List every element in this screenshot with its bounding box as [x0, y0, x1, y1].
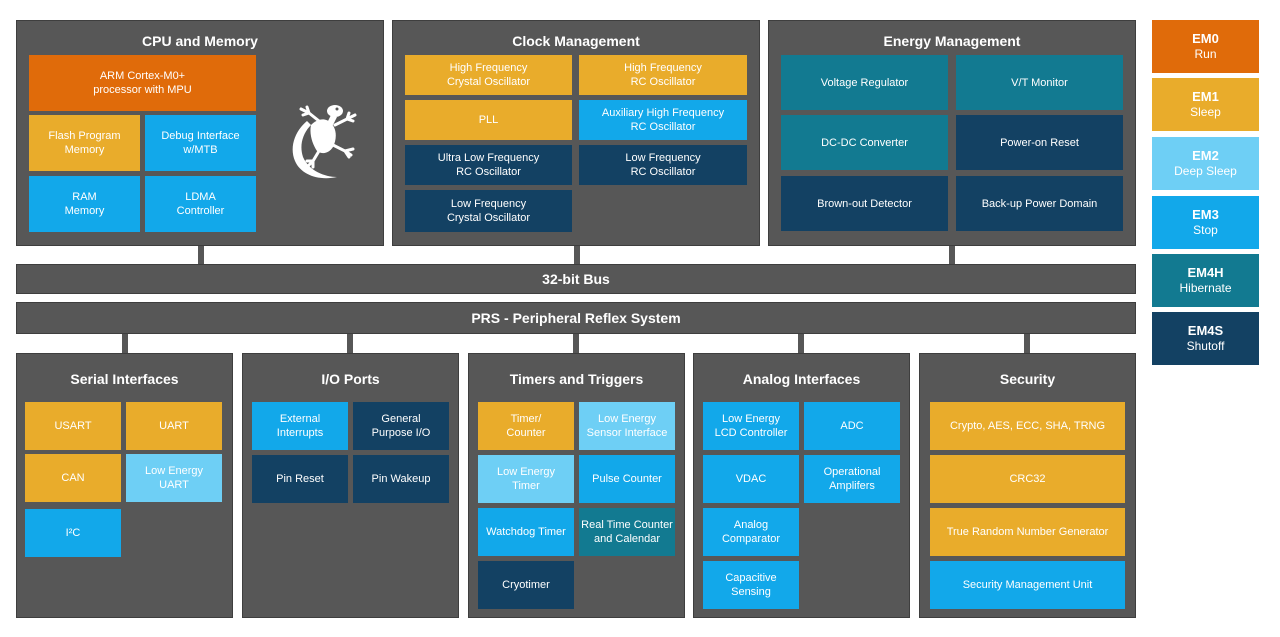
pll-block: PLL	[405, 100, 572, 140]
legend-code: EM4S	[1187, 323, 1224, 338]
panel-title: Serial Interfaces	[70, 371, 179, 387]
legend-code: EM4H	[1187, 265, 1224, 280]
aux-hf-rc-oscillator-block: Auxiliary High Frequency RC Oscillator	[579, 100, 747, 140]
legend-em4h: EM4H Hibernate	[1152, 254, 1259, 307]
panel-title: Security	[999, 371, 1056, 387]
ulf-rc-oscillator-block: Ultra Low Frequency RC Oscillator	[405, 145, 572, 185]
legend-code: EM0	[1192, 31, 1219, 46]
le-timer-block: Low Energy Timer	[478, 455, 574, 503]
bus-connector	[198, 244, 204, 266]
timers-triggers-panel: Timers and Triggers Timer/ Counter Low E…	[468, 353, 685, 618]
clock-management-panel: Clock Management High Frequency Crystal …	[392, 20, 760, 246]
hf-rc-oscillator-block: High Frequency RC Oscillator	[579, 55, 747, 95]
legend-label: Run	[1194, 47, 1217, 61]
gecko-logo-icon	[292, 105, 357, 179]
analog-interfaces-panel: Analog Interfaces Low Energy LCD Control…	[693, 353, 910, 618]
timer-counter-block: Timer/ Counter	[478, 402, 574, 450]
legend-em1: EM1 Sleep	[1152, 78, 1259, 131]
trng-block: True Random Number Generator	[930, 508, 1125, 556]
prs-bus: PRS - Peripheral Reflex System	[16, 302, 1136, 334]
legend-label: Stop	[1193, 223, 1218, 237]
dcdc-converter-block: DC-DC Converter	[781, 115, 948, 170]
hf-crystal-oscillator-block: High Frequency Crystal Oscillator	[405, 55, 572, 95]
can-block: CAN	[25, 454, 121, 502]
usart-block: USART	[25, 402, 121, 450]
debug-interface-block: Debug Interface w/MTB	[145, 115, 256, 171]
legend-em4s: EM4S Shutoff	[1152, 312, 1259, 365]
uart-block: UART	[126, 402, 222, 450]
legend-label: Shutoff	[1186, 339, 1225, 353]
rtcc-block: Real Time Counter and Calendar	[579, 508, 675, 556]
arm-cortex-block: ARM Cortex-M0+ processor with MPU	[29, 55, 256, 111]
crypto-block: Crypto, AES, ECC, SHA, TRNG	[930, 402, 1125, 450]
legend-label: Hibernate	[1179, 281, 1232, 295]
adc-block: ADC	[804, 402, 900, 450]
panel-title: Timers and Triggers	[509, 371, 644, 387]
backup-power-domain-block: Back-up Power Domain	[956, 176, 1123, 231]
legend-em3: EM3 Stop	[1152, 196, 1259, 249]
prs-connector	[347, 333, 353, 355]
serial-interfaces-panel: Serial Interfaces USART UART CAN Low Ene…	[16, 353, 233, 618]
flash-memory-block: Flash Program Memory	[29, 115, 140, 171]
voltage-regulator-block: Voltage Regulator	[781, 55, 948, 110]
bus-32bit: 32-bit Bus	[16, 264, 1136, 294]
prs-connector	[1024, 333, 1030, 355]
le-uart-block: Low Energy UART	[126, 454, 222, 502]
legend-em2: EM2 Deep Sleep	[1152, 137, 1259, 190]
ldma-controller-block: LDMA Controller	[145, 176, 256, 232]
capacitive-sensing-block: Capacitive Sensing	[703, 561, 799, 609]
pulse-counter-block: Pulse Counter	[579, 455, 675, 503]
power-on-reset-block: Power-on Reset	[956, 115, 1123, 170]
legend-label: Deep Sleep	[1174, 164, 1237, 178]
panel-title: Clock Management	[512, 33, 640, 49]
cpu-memory-panel: CPU and Memory ARM Cortex-M0+ processor …	[16, 20, 384, 246]
le-sensor-interface-block: Low Energy Sensor Interface	[579, 402, 675, 450]
io-ports-panel: I/O Ports External Interrupts General Pu…	[242, 353, 459, 618]
bus-connector	[574, 244, 580, 266]
prs-connector	[573, 333, 579, 355]
crc32-block: CRC32	[930, 455, 1125, 503]
external-interrupts-block: External Interrupts	[252, 402, 348, 450]
analog-comparator-block: Analog Comparator	[703, 508, 799, 556]
panel-title: CPU and Memory	[142, 33, 258, 49]
le-lcd-controller-block: Low Energy LCD Controller	[703, 402, 799, 450]
energy-management-panel: Energy Management Voltage Regulator V/T …	[768, 20, 1136, 246]
ram-memory-block: RAM Memory	[29, 176, 140, 232]
security-management-unit-block: Security Management Unit	[930, 561, 1125, 609]
vt-monitor-block: V/T Monitor	[956, 55, 1123, 110]
bus-connector	[949, 244, 955, 266]
legend-code: EM2	[1192, 148, 1219, 163]
lf-crystal-oscillator-block: Low Frequency Crystal Oscillator	[405, 190, 572, 232]
cryotimer-block: Cryotimer	[478, 561, 574, 609]
vdac-block: VDAC	[703, 455, 799, 503]
watchdog-timer-block: Watchdog Timer	[478, 508, 574, 556]
panel-title: I/O Ports	[321, 371, 380, 387]
panel-title: Analog Interfaces	[742, 371, 861, 387]
panel-title: Energy Management	[883, 33, 1021, 49]
legend-em0: EM0 Run	[1152, 20, 1259, 73]
legend-code: EM1	[1192, 89, 1219, 104]
security-panel: Security Crypto, AES, ECC, SHA, TRNG CRC…	[919, 353, 1136, 618]
gpio-block: General Purpose I/O	[353, 402, 449, 450]
brown-out-detector-block: Brown-out Detector	[781, 176, 948, 231]
prs-connector	[798, 333, 804, 355]
prs-connector	[122, 333, 128, 355]
i2c-block: I²C	[25, 509, 121, 557]
pin-wakeup-block: Pin Wakeup	[353, 455, 449, 503]
legend-label: Sleep	[1190, 105, 1221, 119]
pin-reset-block: Pin Reset	[252, 455, 348, 503]
lf-rc-oscillator-block: Low Frequency RC Oscillator	[579, 145, 747, 185]
operational-amplifiers-block: Operational Amplifers	[804, 455, 900, 503]
legend-code: EM3	[1192, 207, 1219, 222]
